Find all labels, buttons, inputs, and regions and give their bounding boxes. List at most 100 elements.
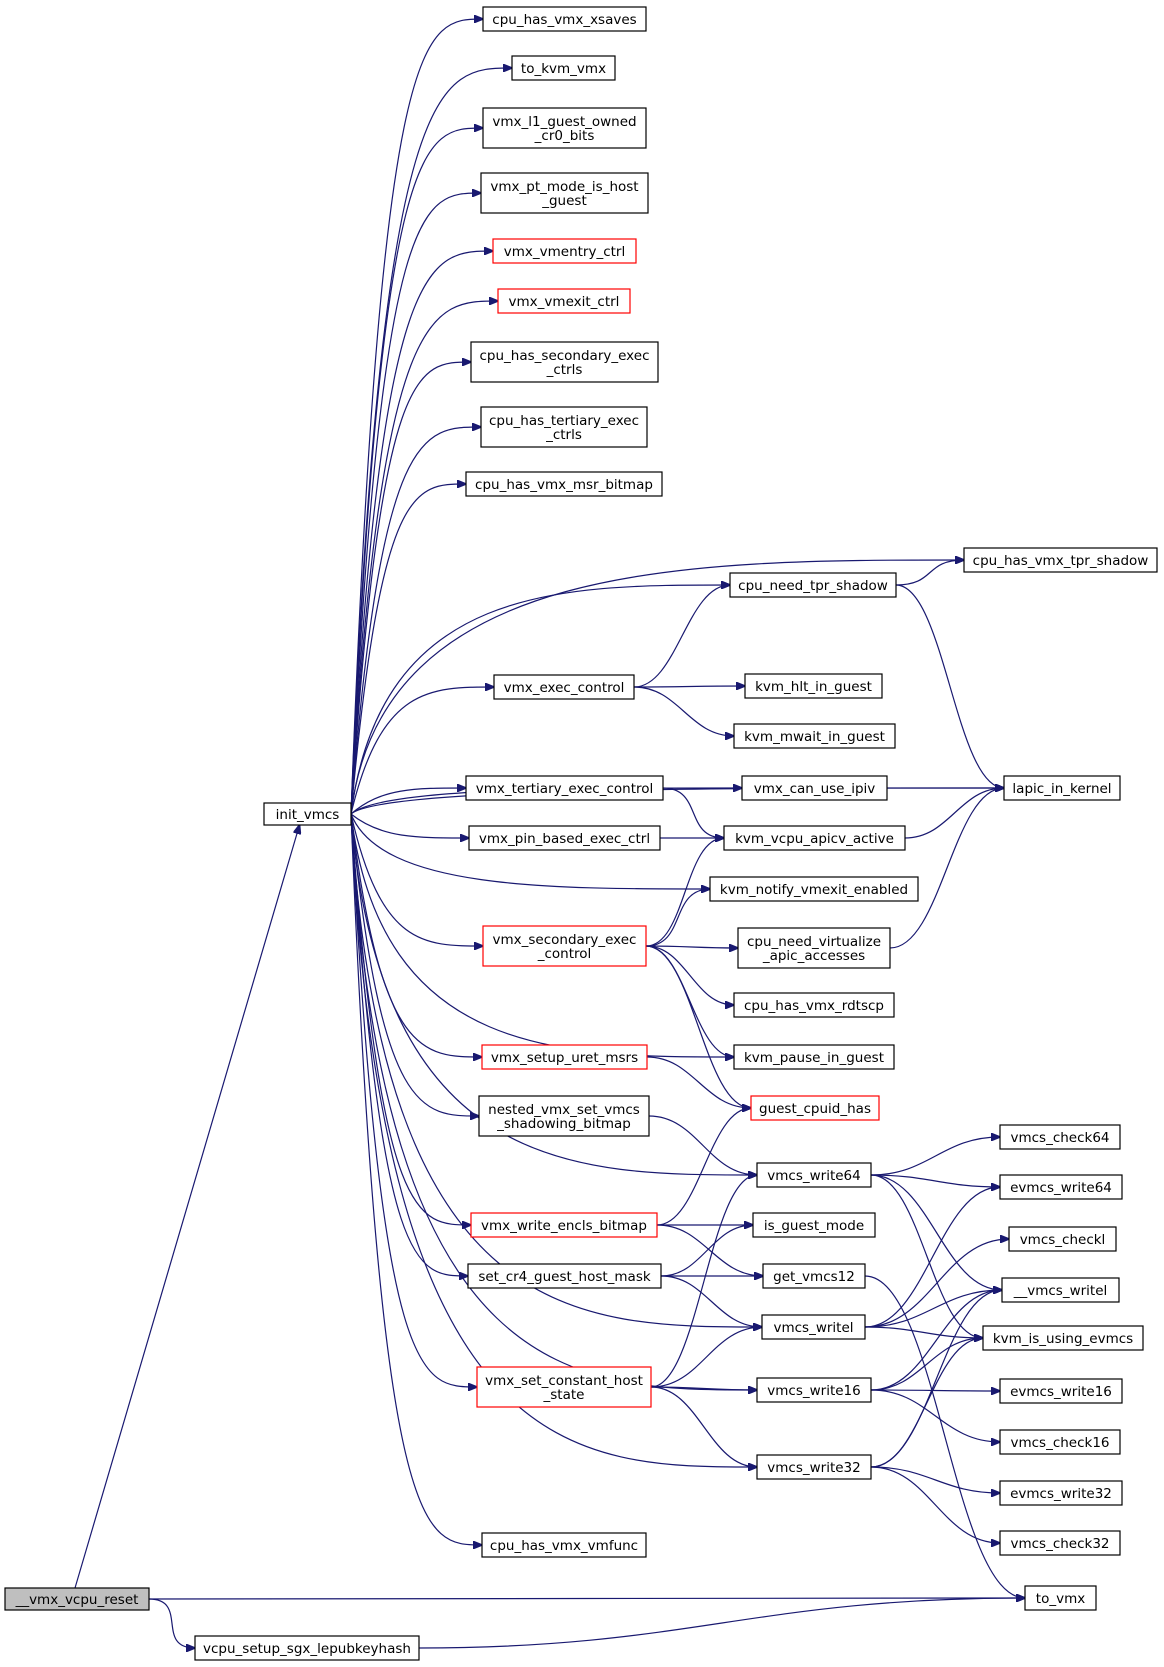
node-label: cpu_has_vmx_xsaves <box>492 12 636 28</box>
node-box <box>478 1095 650 1137</box>
node-vmx-vmexit-ctrl[interactable]: vmx_vmexit_ctrl <box>497 288 631 314</box>
node-vmcs-writel-internal[interactable]: __vmcs_writel <box>1001 1277 1120 1303</box>
node-vmx-pin-based-exec-ctrl[interactable]: vmx_pin_based_exec_ctrl <box>468 825 661 851</box>
edge-init-vmcs-to-vmx-vmexit-ctrl <box>350 301 498 815</box>
node-cpu-has-vmx-vmfunc[interactable]: cpu_has_vmx_vmfunc <box>481 1532 647 1558</box>
node-vmcs-write16[interactable]: vmcs_write16 <box>756 1377 872 1403</box>
node-label: vmx_secondary_exec <box>493 932 637 948</box>
edge-init-vmcs-to-set-cr4-guest-host-mask <box>350 813 468 1276</box>
node-label: init_vmcs <box>276 807 340 823</box>
node-kvm-notify-vmexit-enabled[interactable]: kvm_notify_vmexit_enabled <box>709 876 919 902</box>
edge-vmx-set-constant-host-state-to-vmcs-write32 <box>650 1386 757 1467</box>
node-box <box>752 1212 876 1238</box>
node-label: kvm_hlt_in_guest <box>755 679 872 695</box>
node-vmcs-write64[interactable]: vmcs_write64 <box>756 1162 872 1188</box>
edge-nested-vmx-set-vmcs-shadowing-bitmap-to-vmcs-write64 <box>648 1115 757 1175</box>
node-vmx-pt-mode-is-host-guest[interactable]: vmx_pt_mode_is_host_guest <box>480 172 649 214</box>
node-box <box>729 572 897 598</box>
node-vmcs-write32[interactable]: vmcs_write32 <box>756 1454 872 1480</box>
edge-init-vmcs-to-kvm-pause-in-guest <box>350 813 734 1057</box>
node-label: vmx_vmexit_ctrl <box>509 294 620 310</box>
node-box <box>744 673 883 699</box>
node-vmcs-writel[interactable]: vmcs_writel <box>761 1314 866 1340</box>
node-to-vmx[interactable]: to_vmx <box>1024 1585 1097 1611</box>
node-cpu-has-secondary-exec-ctrls[interactable]: cpu_has_secondary_exec_ctrls <box>470 341 659 383</box>
node-box <box>1001 1277 1120 1303</box>
node-label: kvm_is_using_evmcs <box>993 1331 1133 1347</box>
node-box <box>476 1366 652 1408</box>
node-box <box>982 1325 1144 1351</box>
node-kvm-mwait-in-guest[interactable]: kvm_mwait_in_guest <box>733 723 896 749</box>
node-cpu-need-virtualize-apic-accesses[interactable]: cpu_need_virtualize_apic_accesses <box>737 927 891 969</box>
node-evmcs-write64[interactable]: evmcs_write64 <box>999 1174 1123 1200</box>
node-kvm-pause-in-guest[interactable]: kvm_pause_in_guest <box>733 1044 895 1070</box>
node-label: vmx_set_constant_host <box>485 1373 643 1389</box>
edge-vmx-vcpu-reset-to-vcpu-setup-sgx-lepubkeyhash <box>148 1598 195 1648</box>
node-evmcs-write16[interactable]: evmcs_write16 <box>999 1378 1123 1404</box>
node-cpu-has-vmx-xsaves[interactable]: cpu_has_vmx_xsaves <box>482 6 647 32</box>
node-box <box>482 6 647 32</box>
node-vmcs-check16[interactable]: vmcs_check16 <box>999 1429 1121 1455</box>
node-vmcs-check64[interactable]: vmcs_check64 <box>999 1124 1121 1150</box>
edge-vmx-write-encls-bitmap-to-get-vmcs12 <box>656 1224 763 1276</box>
node-kvm-hlt-in-guest[interactable]: kvm_hlt_in_guest <box>744 673 883 699</box>
node-nested-vmx-set-vmcs-shadowing-bitmap[interactable]: nested_vmx_set_vmcs_shadowing_bitmap <box>478 1095 650 1137</box>
node-vmx-tertiary-exec-control[interactable]: vmx_tertiary_exec_control <box>465 775 664 801</box>
node-set-cr4-guest-host-mask[interactable]: set_cr4_guest_host_mask <box>467 1263 662 1289</box>
node-vmx-setup-uret-msrs[interactable]: vmx_setup_uret_msrs <box>481 1044 648 1070</box>
node-box <box>733 1044 895 1070</box>
node-label: cpu_need_tpr_shadow <box>738 578 888 594</box>
node-vmx-vmentry-ctrl[interactable]: vmx_vmentry_ctrl <box>492 238 637 264</box>
node-vmx-vcpu-reset[interactable]: __vmx_vcpu_reset <box>4 1587 150 1611</box>
node-box <box>709 876 919 902</box>
node-cpu-has-tertiary-exec-ctrls[interactable]: cpu_has_tertiary_exec_ctrls <box>480 406 648 448</box>
node-to-kvm-vmx[interactable]: to_kvm_vmx <box>511 55 616 81</box>
edge-vmx-vcpu-reset-to-init-vmcs <box>74 825 300 1589</box>
node-vmx-can-use-ipiv[interactable]: vmx_can_use_ipiv <box>741 775 888 801</box>
edge-vmx-secondary-exec-control-to-kvm-pause-in-guest <box>645 945 734 1057</box>
node-vmcs-checkl[interactable]: vmcs_checkl <box>1008 1226 1117 1252</box>
edge-init-vmcs-to-lapic-in-kernel <box>350 788 1004 815</box>
node-vmx-set-constant-host-state[interactable]: vmx_set_constant_host_state <box>476 1366 652 1408</box>
node-vcpu-setup-sgx-lepubkeyhash[interactable]: vcpu_setup_sgx_lepubkeyhash <box>194 1635 420 1661</box>
node-label: vmx_pt_mode_is_host <box>490 179 638 195</box>
node-label: vmcs_write16 <box>767 1383 860 1399</box>
node-cpu-has-vmx-tpr-shadow[interactable]: cpu_has_vmx_tpr_shadow <box>963 547 1158 573</box>
node-is-guest-mode[interactable]: is_guest_mode <box>752 1212 876 1238</box>
edge-vmcs-writel-to-kvm-is-using-evmcs <box>864 1326 983 1338</box>
edge-init-vmcs-to-vmx-pin-based-exec-ctrl <box>350 813 469 838</box>
edge-init-vmcs-to-cpu-has-secondary-exec-ctrls <box>350 362 471 815</box>
node-kvm-vcpu-apicv-active[interactable]: kvm_vcpu_apicv_active <box>723 825 906 851</box>
node-init-vmcs[interactable]: init_vmcs <box>263 802 352 826</box>
node-vmx-exec-control[interactable]: vmx_exec_control <box>493 674 635 700</box>
node-vmx-l1-guest-owned-cr0-bits[interactable]: vmx_l1_guest_owned_cr0_bits <box>482 107 647 149</box>
node-box <box>1024 1585 1097 1611</box>
node-label: vmcs_check16 <box>1010 1435 1109 1451</box>
node-box <box>741 775 888 801</box>
node-get-vmcs12[interactable]: get_vmcs12 <box>762 1263 866 1289</box>
edge-vmx-secondary-exec-control-to-kvm-vcpu-apicv-active <box>645 838 724 947</box>
node-cpu-has-vmx-rdtscp[interactable]: cpu_has_vmx_rdtscp <box>733 992 895 1018</box>
node-label: vmcs_writel <box>773 1320 853 1336</box>
node-box <box>470 341 659 383</box>
node-label: vcpu_setup_sgx_lepubkeyhash <box>203 1641 411 1657</box>
node-kvm-is-using-evmcs[interactable]: kvm_is_using_evmcs <box>982 1325 1144 1351</box>
node-guest-cpuid-has[interactable]: guest_cpuid_has <box>750 1095 880 1121</box>
node-vmx-secondary-exec-control[interactable]: vmx_secondary_exec_control <box>482 925 647 967</box>
node-box <box>470 1212 658 1238</box>
node-box <box>761 1314 866 1340</box>
node-label: cpu_has_vmx_rdtscp <box>744 998 884 1014</box>
node-cpu-has-vmx-msr-bitmap[interactable]: cpu_has_vmx_msr_bitmap <box>465 471 663 497</box>
node-label: vmx_l1_guest_owned <box>492 114 636 130</box>
node-box <box>481 1044 648 1070</box>
node-evmcs-write32[interactable]: evmcs_write32 <box>999 1480 1123 1506</box>
node-box <box>733 992 895 1018</box>
node-label: guest_cpuid_has <box>759 1101 871 1117</box>
edge-init-vmcs-to-cpu-has-tertiary-exec-ctrls <box>350 427 481 815</box>
node-vmx-write-encls-bitmap[interactable]: vmx_write_encls_bitmap <box>470 1212 658 1238</box>
edge-vmcs-writel-to-vmcs-checkl <box>864 1239 1009 1328</box>
node-vmcs-check32[interactable]: vmcs_check32 <box>999 1530 1121 1556</box>
node-lapic-in-kernel[interactable]: lapic_in_kernel <box>1003 775 1121 801</box>
node-cpu-need-tpr-shadow[interactable]: cpu_need_tpr_shadow <box>729 572 897 598</box>
